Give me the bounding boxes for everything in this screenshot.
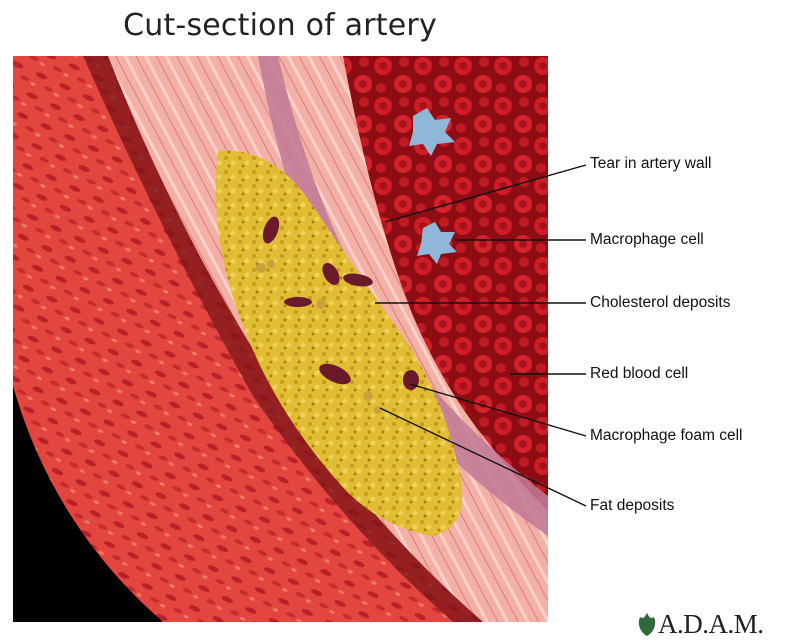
adam-logo: A.D.A.M. <box>636 608 786 640</box>
leaf-icon <box>636 612 658 638</box>
logo-text: A.D.A.M. <box>658 609 764 640</box>
artery-illustration <box>13 56 548 622</box>
label-fat-deposits: Fat deposits <box>590 497 674 515</box>
label-macrophage-foam-cell: Macrophage foam cell <box>590 427 743 445</box>
label-tear-in-artery-wall: Tear in artery wall <box>590 155 711 173</box>
label-macrophage-cell: Macrophage cell <box>590 231 704 249</box>
diagram-title: Cut-section of artery <box>0 8 560 43</box>
label-cholesterol-deposits: Cholesterol deposits <box>590 294 730 312</box>
label-red-blood-cell: Red blood cell <box>590 365 688 383</box>
